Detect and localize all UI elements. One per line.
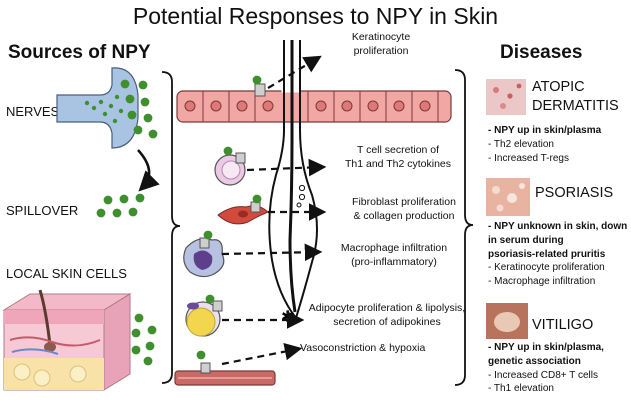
- disease-psoriasis-points: - NPY unknown in skin, down in serum dur…: [488, 220, 630, 289]
- npy-dots-spillover: [96, 193, 145, 218]
- npy-dots-local: [131, 313, 157, 366]
- disease-point: - Keratinocyte proliferation: [488, 262, 605, 274]
- disease-point: - NPY up in skin/plasma,: [488, 342, 604, 353]
- disease-vitiligo-points: - NPY up in skin/plasma, genetic associa…: [488, 341, 628, 396]
- response-line: Th1 and Th2 cytokines: [344, 157, 452, 170]
- fibroblast-icon: [217, 194, 269, 225]
- disease-point: - NPY unknown in skin, down: [488, 221, 628, 232]
- response-macrophage: Macrophage infiltration (pro-inflammator…: [320, 242, 468, 270]
- response-line: Keratinocyte: [351, 31, 411, 43]
- response-line: Vasoconstriction & hypoxia: [300, 342, 426, 354]
- response-line: proliferation: [353, 44, 409, 57]
- response-fibroblast: Fibroblast proliferation & collagen prod…: [324, 196, 484, 224]
- response-t-cell: T cell secretion of Th1 and Th2 cytokine…: [322, 144, 474, 172]
- response-line: Macrophage infiltration: [340, 242, 448, 254]
- spillover-arrow: [137, 149, 160, 192]
- disease-point: psoriasis-related pruritis: [488, 248, 606, 260]
- adipocyte-icon: [185, 294, 223, 337]
- response-line: & collagen production: [353, 209, 455, 222]
- disease-atopic-dermatitis-points: - NPY up in skin/plasma - Th2 elevation …: [488, 124, 628, 165]
- disease-point: in serum during: [488, 234, 564, 246]
- response-vessel: Vasoconstriction & hypoxia: [300, 342, 460, 356]
- response-line: (pro-inflammatory): [351, 255, 437, 268]
- disease-name-line: PSORIASIS: [535, 185, 614, 201]
- disease-name-line: DERMATITIS: [532, 97, 619, 114]
- nerve-terminal-icon: [56, 67, 139, 149]
- source-local-skin-cells-label: LOCAL SKIN CELLS: [6, 266, 127, 281]
- source-spillover-label: SPILLOVER: [6, 203, 79, 218]
- response-adipocyte: Adipocyte proliferation & lipolysis, sec…: [292, 302, 482, 330]
- vitiligo-image: [486, 303, 528, 339]
- response-arrows: [221, 55, 327, 366]
- skin-section-illustration: [2, 289, 132, 391]
- blood-vessel-icon: [174, 350, 276, 386]
- macrophage-icon: [183, 230, 225, 278]
- response-line: secretion of adipokines: [333, 315, 441, 328]
- response-line: T cell secretion of: [356, 144, 440, 156]
- psoriasis-image: [486, 178, 530, 216]
- npy-receptor-keratinocyte: [252, 75, 266, 97]
- nerve-fiber-follicle: ✱: [268, 40, 318, 326]
- npy-dots-nerve: [120, 79, 158, 139]
- diseases-header: Diseases: [500, 42, 583, 63]
- response-line: Adipocyte proliferation & lipolysis,: [308, 302, 466, 314]
- disease-point: - Macrophage infiltration: [488, 276, 596, 288]
- disease-psoriasis-name: PSORIASIS: [535, 184, 613, 203]
- disease-point: genetic association: [488, 355, 581, 367]
- diseases-bracket: [454, 69, 474, 386]
- source-nerves-label: NERVES: [6, 104, 60, 119]
- sources-header: Sources of NPY: [8, 42, 151, 63]
- disease-point: - NPY up in skin/plasma: [488, 125, 602, 136]
- sources-bracket: [161, 71, 181, 384]
- disease-point: - Th1 elevation: [488, 383, 554, 395]
- atopic-dermatitis-image: [486, 79, 526, 115]
- disease-name-line: ATOPIC: [532, 79, 585, 95]
- keratinocyte-layer: [176, 90, 452, 123]
- diagram-title: Potential Responses to NPY in Skin: [132, 3, 499, 29]
- disease-point: - Th2 elevation: [488, 138, 554, 150]
- response-keratinocyte: Keratinocyte proliferation: [315, 31, 447, 59]
- disease-atopic-dermatitis-name: ATOPIC DERMATITIS: [532, 78, 619, 115]
- t-cell-icon: [214, 146, 246, 186]
- disease-vitiligo-name: VITILIGO: [532, 316, 593, 335]
- response-line: Fibroblast proliferation: [352, 196, 456, 208]
- disease-name-line: VITILIGO: [532, 317, 594, 333]
- disease-point: - Increased T-regs: [488, 152, 569, 164]
- disease-point: - Increased CD8+ T cells: [488, 369, 598, 381]
- svg-text:✱: ✱: [281, 307, 294, 326]
